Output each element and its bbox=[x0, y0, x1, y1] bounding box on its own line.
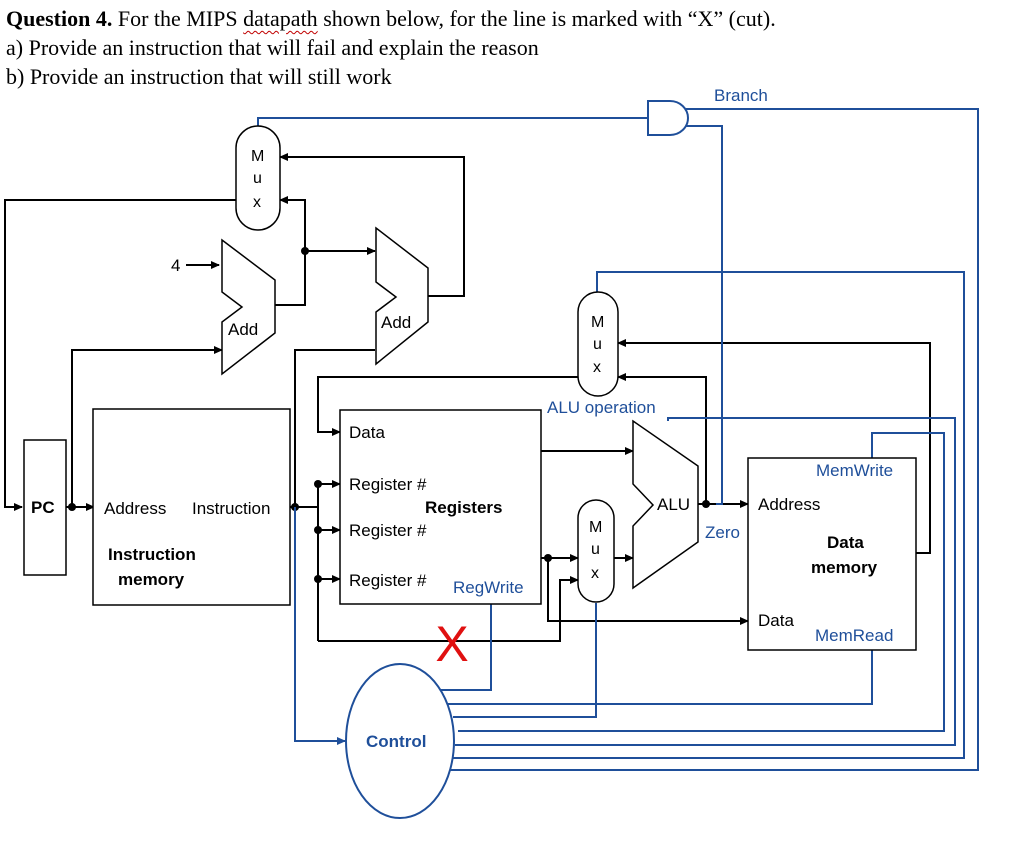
alusrc-mux bbox=[577, 499, 615, 603]
writeback-mux bbox=[577, 291, 619, 397]
wire-alusrc-ctrl bbox=[453, 603, 597, 718]
pc-label: PC bbox=[31, 498, 55, 517]
wire-branch-ctrl bbox=[440, 108, 979, 771]
mux-letter: u bbox=[591, 541, 600, 558]
memwrite-label: MemWrite bbox=[816, 461, 893, 480]
dm-data-label: Data bbox=[758, 611, 794, 630]
mux-letter: x bbox=[253, 194, 261, 211]
wire-pcmux-to-pc bbox=[4, 199, 236, 511]
junction-dot bbox=[702, 500, 710, 508]
pc-adder bbox=[221, 238, 276, 376]
question-part-b: b) Provide an instruction that will stil… bbox=[6, 64, 392, 89]
instruction-memory bbox=[92, 408, 291, 606]
wire-memwrite-ctrl bbox=[458, 432, 945, 732]
pc-adder-label: Add bbox=[228, 320, 258, 339]
question-intro: Question 4. For the MIPS datapath shown … bbox=[6, 4, 1006, 33]
reg-data-label: Data bbox=[349, 423, 385, 442]
control-unit bbox=[345, 663, 455, 819]
dm-title-1: Data bbox=[827, 533, 864, 552]
junction-dot bbox=[544, 554, 552, 562]
wire-readdata2-to-dm bbox=[547, 558, 749, 625]
register-file bbox=[339, 409, 542, 605]
wire-alu-to-wbmux bbox=[617, 373, 707, 504]
wire-aluop-ctrl bbox=[455, 417, 956, 746]
mux-letter: x bbox=[591, 565, 599, 582]
reg-num-1-label: Register # bbox=[349, 475, 427, 494]
registers-title: Registers bbox=[425, 498, 502, 517]
imem-title-2: memory bbox=[118, 570, 185, 589]
dm-title-2: memory bbox=[811, 558, 878, 577]
control-wires bbox=[257, 108, 979, 771]
wire-instr-bottom bbox=[318, 576, 579, 642]
junction-dot bbox=[314, 575, 322, 583]
branch-adder-label: Add bbox=[381, 313, 411, 332]
mux-letter: M bbox=[251, 148, 264, 165]
branch-and-gate bbox=[647, 100, 689, 136]
mux-letter: M bbox=[589, 519, 602, 536]
reg-num-2-label: Register # bbox=[349, 521, 427, 540]
mux-letter: x bbox=[593, 359, 601, 376]
wire-and-to-pcmux bbox=[257, 117, 648, 126]
dm-address-label: Address bbox=[758, 495, 820, 514]
control-label: Control bbox=[366, 732, 426, 751]
wire-regwrite-ctrl bbox=[440, 600, 492, 691]
question-title: Question 4. bbox=[6, 6, 113, 31]
branch-label: Branch bbox=[714, 86, 768, 105]
spellcheck-word: datapath bbox=[243, 6, 318, 31]
junction-dots bbox=[68, 247, 710, 583]
imem-instruction-label: Instruction bbox=[192, 499, 270, 518]
reg-num-3-label: Register # bbox=[349, 571, 427, 590]
alu bbox=[632, 419, 699, 590]
alu-operation-label: ALU operation bbox=[547, 398, 656, 417]
wire-instr-to-control bbox=[294, 507, 346, 745]
cut-mark: X bbox=[435, 616, 468, 672]
imem-address-label: Address bbox=[104, 499, 166, 518]
junction-dot bbox=[68, 503, 76, 511]
question-text: Question 4. For the MIPS datapath shown … bbox=[6, 4, 1006, 91]
mux-letter: M bbox=[591, 314, 604, 331]
memread-label: MemRead bbox=[815, 626, 893, 645]
data-memory bbox=[747, 457, 917, 651]
wire-memread-ctrl bbox=[447, 650, 873, 705]
wire-pc-to-add bbox=[71, 346, 223, 507]
wire-pcplus4 bbox=[275, 251, 306, 306]
junction-dot bbox=[314, 480, 322, 488]
wire-branch-add-to-mux bbox=[279, 153, 465, 297]
zero-label: Zero bbox=[705, 523, 740, 542]
imem-title-1: Instruction bbox=[108, 545, 196, 564]
mux-letter: u bbox=[593, 336, 602, 353]
junction-dot bbox=[301, 247, 309, 255]
junction-dot bbox=[314, 526, 322, 534]
question-intro-before: For the MIPS bbox=[112, 6, 244, 31]
alu-label: ALU bbox=[657, 495, 690, 514]
pc-register bbox=[23, 439, 67, 576]
mux-letter: u bbox=[253, 170, 262, 187]
wire-zero-to-and bbox=[686, 125, 723, 505]
wire-pcplus4-to-mux bbox=[279, 196, 306, 251]
branch-adder bbox=[375, 226, 429, 366]
wire-writeback bbox=[317, 376, 618, 436]
four-label: 4 bbox=[171, 256, 180, 275]
regwrite-label: RegWrite bbox=[453, 578, 524, 597]
wire-memdata-to-wbmux bbox=[617, 339, 931, 554]
question-intro-after: shown below, for the line is marked with… bbox=[317, 6, 776, 31]
question-part-a: a) Provide an instruction that will fail… bbox=[6, 35, 539, 60]
wire-memtoreg-ctrl bbox=[446, 271, 965, 759]
pc-mux bbox=[235, 125, 281, 231]
